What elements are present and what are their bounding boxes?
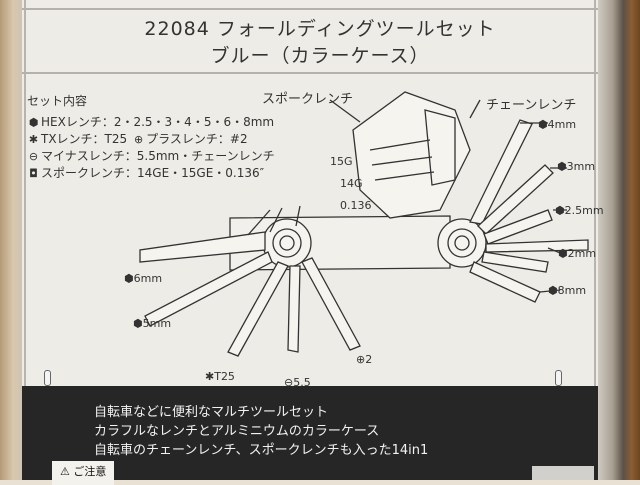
caution-note: ⚠ ご注意 (52, 461, 115, 485)
hexagon-icon: ⬢ (548, 284, 558, 297)
hex-5mm-label: ⬢5mm (133, 317, 172, 330)
hook-clip-right (555, 370, 562, 386)
phillips-icon: ⊕ (356, 353, 366, 366)
torx-t25-label: ✱T25 (205, 370, 235, 383)
barcode-sticker (532, 466, 594, 480)
hexagon-icon: ⬢ (555, 204, 565, 217)
feature-line-3: 自転車のチェーンレンチ、スポークレンチも入った14in1 (94, 443, 429, 458)
hook-clip-left (44, 370, 51, 386)
hexagon-icon: ⬢ (28, 116, 39, 129)
torx-icon: ✱ (28, 133, 39, 146)
spoke-15g-label: 15G (330, 155, 353, 168)
slotted-icon: ⊖ (28, 150, 39, 163)
hex-2-5mm-label: ⬢2.5mm (555, 204, 604, 217)
slotted-label: ⊖5.5 (284, 376, 311, 389)
rack-post-right (598, 0, 640, 480)
hexagon-icon: ⬢ (133, 317, 143, 330)
top-rule (22, 8, 598, 10)
spec-spoke: ◘スポークレンチ：14GE・15GE・0.136″ (29, 166, 265, 180)
hexagon-icon: ⬢ (538, 118, 548, 131)
hex-3mm-label: ⬢3mm (557, 160, 596, 173)
wood-frame-left (0, 0, 22, 480)
slotted-icon: ⊖ (284, 376, 294, 389)
torx-icon: ✱ (205, 370, 215, 383)
phillips-label: ⊕2 (356, 353, 373, 366)
spoke-wrench-label: スポークレンチ (262, 92, 354, 107)
product-title: 22084 フォールディングツールセット (144, 18, 496, 40)
spec-hex: ⬢HEXレンチ：2・2.5・3・4・5・6・8mm (28, 115, 275, 129)
chain-wrench-label: チェーンレンチ (486, 98, 577, 113)
feature-band: 自転車などに便利なマルチツールセット カラフルなレンチとアルミニウムのカラーケー… (22, 386, 598, 480)
spoke-icon: ◘ (29, 167, 38, 180)
hexagon-icon: ⬢ (558, 247, 568, 260)
hex-4mm-label: ⬢4mm (538, 118, 577, 131)
warning-icon: ⚠ (60, 465, 70, 478)
hex-8mm-label: ⬢8mm (548, 284, 587, 297)
hex-2mm-label: ⬢2mm (558, 247, 597, 260)
product-subtitle: ブルー（カラーケース） (210, 45, 430, 67)
spoke-0136-label: 0.136 (340, 199, 372, 212)
spec-minus: ⊖マイナスレンチ：5.5mm・チェーンレンチ (28, 149, 275, 163)
feature-line-2: カラフルなレンチとアルミニウムのカラーケース (94, 424, 380, 439)
spoke-14g-label: 14G (340, 177, 363, 190)
contents-heading: セット内容 (27, 94, 88, 108)
header-rule (22, 72, 598, 74)
feature-line-1: 自転車などに便利なマルチツールセット (94, 405, 329, 420)
hexagon-icon: ⬢ (557, 160, 567, 173)
phillips-icon: ⊕ (134, 133, 144, 146)
hex-6mm-label: ⬢6mm (124, 272, 163, 285)
hexagon-icon: ⬢ (124, 272, 134, 285)
spec-tx: ✱TXレンチ：T25⊕プラスレンチ：#2 (28, 132, 248, 146)
